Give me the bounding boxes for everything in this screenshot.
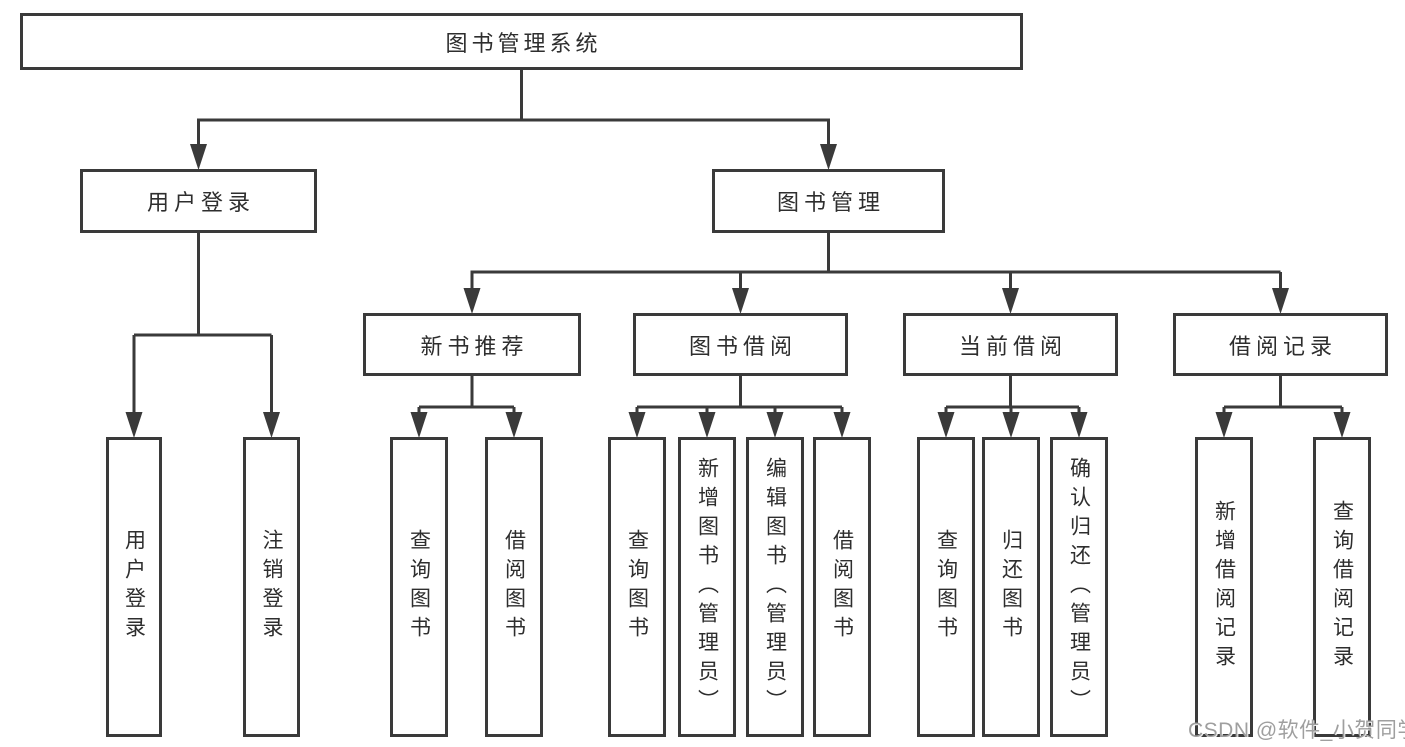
- leaf-bb-add-books-admin: 新增图书（管理员）: [678, 437, 736, 737]
- node-borrow-records: 借阅记录: [1173, 313, 1388, 376]
- node-book-management: 图书管理: [712, 169, 945, 233]
- node-borrow-records-label: 借阅记录: [1228, 333, 1337, 359]
- node-root-label: 图书管理系统: [445, 30, 602, 56]
- leaf-bb-query-books-label: 查询图书: [625, 529, 649, 645]
- leaf-nbr-borrow-books-label: 借阅图书: [502, 529, 526, 645]
- leaf-cb-confirm-return-admin: 确认归还（管理员）: [1050, 437, 1108, 737]
- node-book-borrowing: 图书借阅: [633, 313, 848, 376]
- node-book-borrowing-label: 图书借阅: [688, 333, 797, 359]
- leaf-cb-confirm-return-admin-label: 确认归还（管理员）: [1067, 456, 1091, 718]
- leaf-logout-label: 注销登录: [260, 529, 283, 645]
- node-book-management-label: 图书管理: [776, 190, 885, 215]
- node-new-book-recommend-label: 新书推荐: [420, 333, 529, 359]
- node-user-login: 用户登录: [80, 169, 317, 233]
- leaf-bb-add-books-admin-label: 新增图书（管理员）: [695, 456, 719, 718]
- leaf-cb-query-books-label: 查询图书: [934, 529, 958, 645]
- node-new-book-recommend: 新书推荐: [363, 313, 581, 376]
- leaf-cb-query-books: 查询图书: [917, 437, 975, 737]
- watermark: CSDN @软件_小贺同学: [1188, 719, 1405, 742]
- leaf-bb-edit-books-admin: 编辑图书（管理员）: [746, 437, 804, 737]
- leaf-cb-return-books: 归还图书: [982, 437, 1040, 737]
- node-current-borrowing: 当前借阅: [903, 313, 1118, 376]
- leaf-br-query-borrow-record: 查询借阅记录: [1313, 437, 1371, 737]
- leaf-cb-return-books-label: 归还图书: [999, 529, 1023, 645]
- node-user-login-label: 用户登录: [146, 190, 255, 215]
- leaf-br-query-borrow-record-label: 查询借阅记录: [1330, 500, 1354, 674]
- arrowheads: [125, 144, 1351, 438]
- leaf-bb-borrow-books-label: 借阅图书: [830, 529, 854, 645]
- leaf-bb-query-books: 查询图书: [608, 437, 666, 737]
- leaf-br-add-borrow-record-label: 新增借阅记录: [1212, 500, 1236, 674]
- leaf-bb-borrow-books: 借阅图书: [813, 437, 871, 737]
- leaf-user-login-label: 用户登录: [122, 529, 146, 645]
- leaf-br-add-borrow-record: 新增借阅记录: [1195, 437, 1253, 737]
- leaf-nbr-borrow-books: 借阅图书: [485, 437, 543, 737]
- leaf-nbr-query-books: 查询图书: [390, 437, 448, 737]
- leaf-user-login: 用户登录: [106, 437, 162, 737]
- node-root: 图书管理系统: [20, 13, 1023, 70]
- leaf-logout: 注销登录: [243, 437, 300, 737]
- leaf-nbr-query-books-label: 查询图书: [407, 529, 431, 645]
- node-current-borrowing-label: 当前借阅: [958, 333, 1067, 359]
- leaf-bb-edit-books-admin-label: 编辑图书（管理员）: [763, 456, 787, 718]
